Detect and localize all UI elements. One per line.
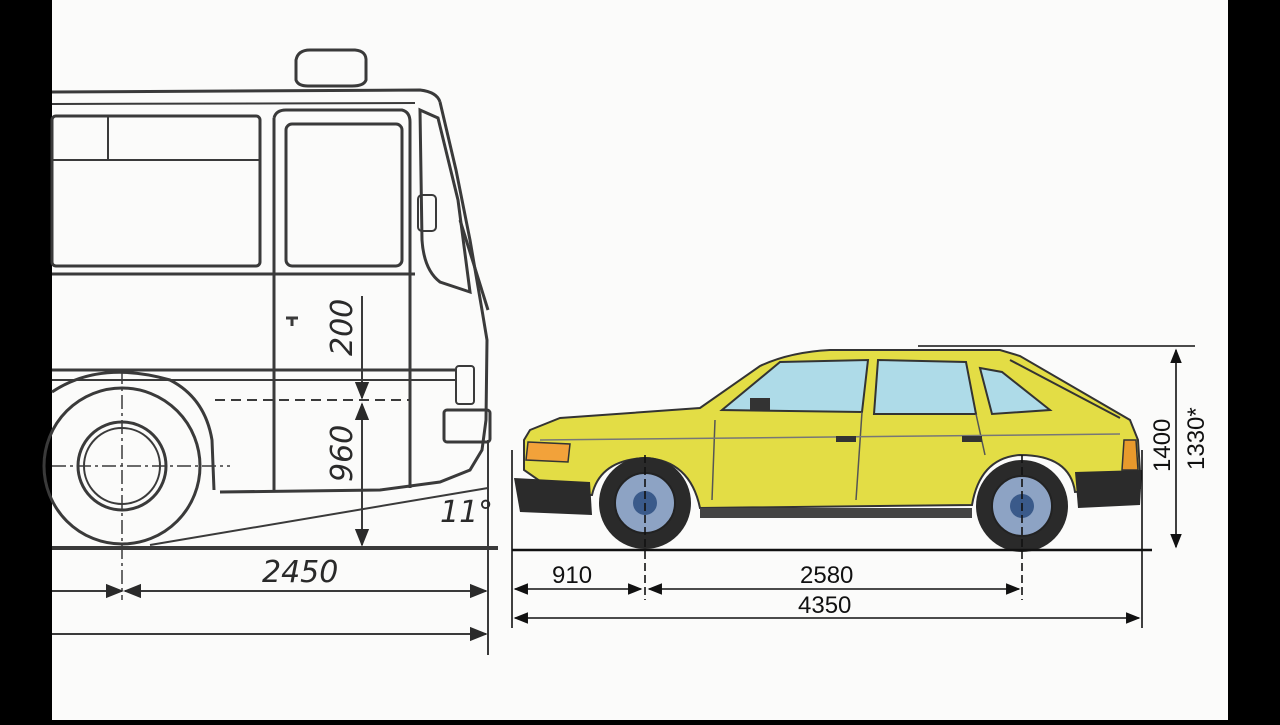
label-height-unladen: 1400: [1149, 419, 1176, 472]
body-crease: [539, 433, 1121, 441]
bus-door: [272, 108, 412, 488]
mirror: [417, 194, 437, 232]
quarter-window: [978, 366, 1053, 416]
wiper-arm: [458, 219, 490, 311]
bus-roof: [51, 88, 442, 103]
label-bus-overhang: 2450: [262, 555, 338, 590]
label-floor-height: 960: [325, 425, 360, 482]
taillight: [1121, 439, 1139, 471]
rear-windshield: [418, 107, 472, 295]
car-drawing: [514, 349, 1142, 552]
side-mirror: [750, 398, 770, 410]
wheel-arch: [51, 370, 216, 491]
hatch-line: [1009, 359, 1121, 419]
label-height-laden: 1330*: [1183, 407, 1210, 470]
headlight: [525, 441, 571, 463]
label-step-height: 200: [325, 299, 360, 356]
bus-roof-inner: [51, 102, 416, 105]
car-dimension-lines: [511, 345, 1195, 628]
label-front-overhang: 910: [552, 562, 592, 589]
label-overall-length: 4350: [798, 592, 851, 619]
side-window: [50, 114, 262, 268]
rear-bumper: [442, 408, 492, 444]
bus-rear-profile: [219, 101, 489, 494]
rear-door-handle: [962, 436, 982, 442]
front-door-handle: [836, 436, 856, 442]
departure-angle-line: [149, 487, 489, 546]
front-bumper: [514, 478, 592, 515]
paper-background: [52, 0, 1228, 720]
rear-lamp: [455, 365, 475, 405]
car-rear-bumper: [1075, 470, 1142, 508]
label-departure-angle: 11°: [440, 495, 493, 530]
sill: [700, 508, 972, 518]
label-wheelbase: 2580: [800, 562, 853, 589]
bus-drawing: [42, 48, 498, 655]
roof-beacon: [294, 48, 368, 88]
door-handle: [286, 316, 298, 326]
rear-door-window: [872, 358, 978, 415]
door-window: [284, 122, 404, 268]
door-shut-lines: [711, 411, 986, 501]
